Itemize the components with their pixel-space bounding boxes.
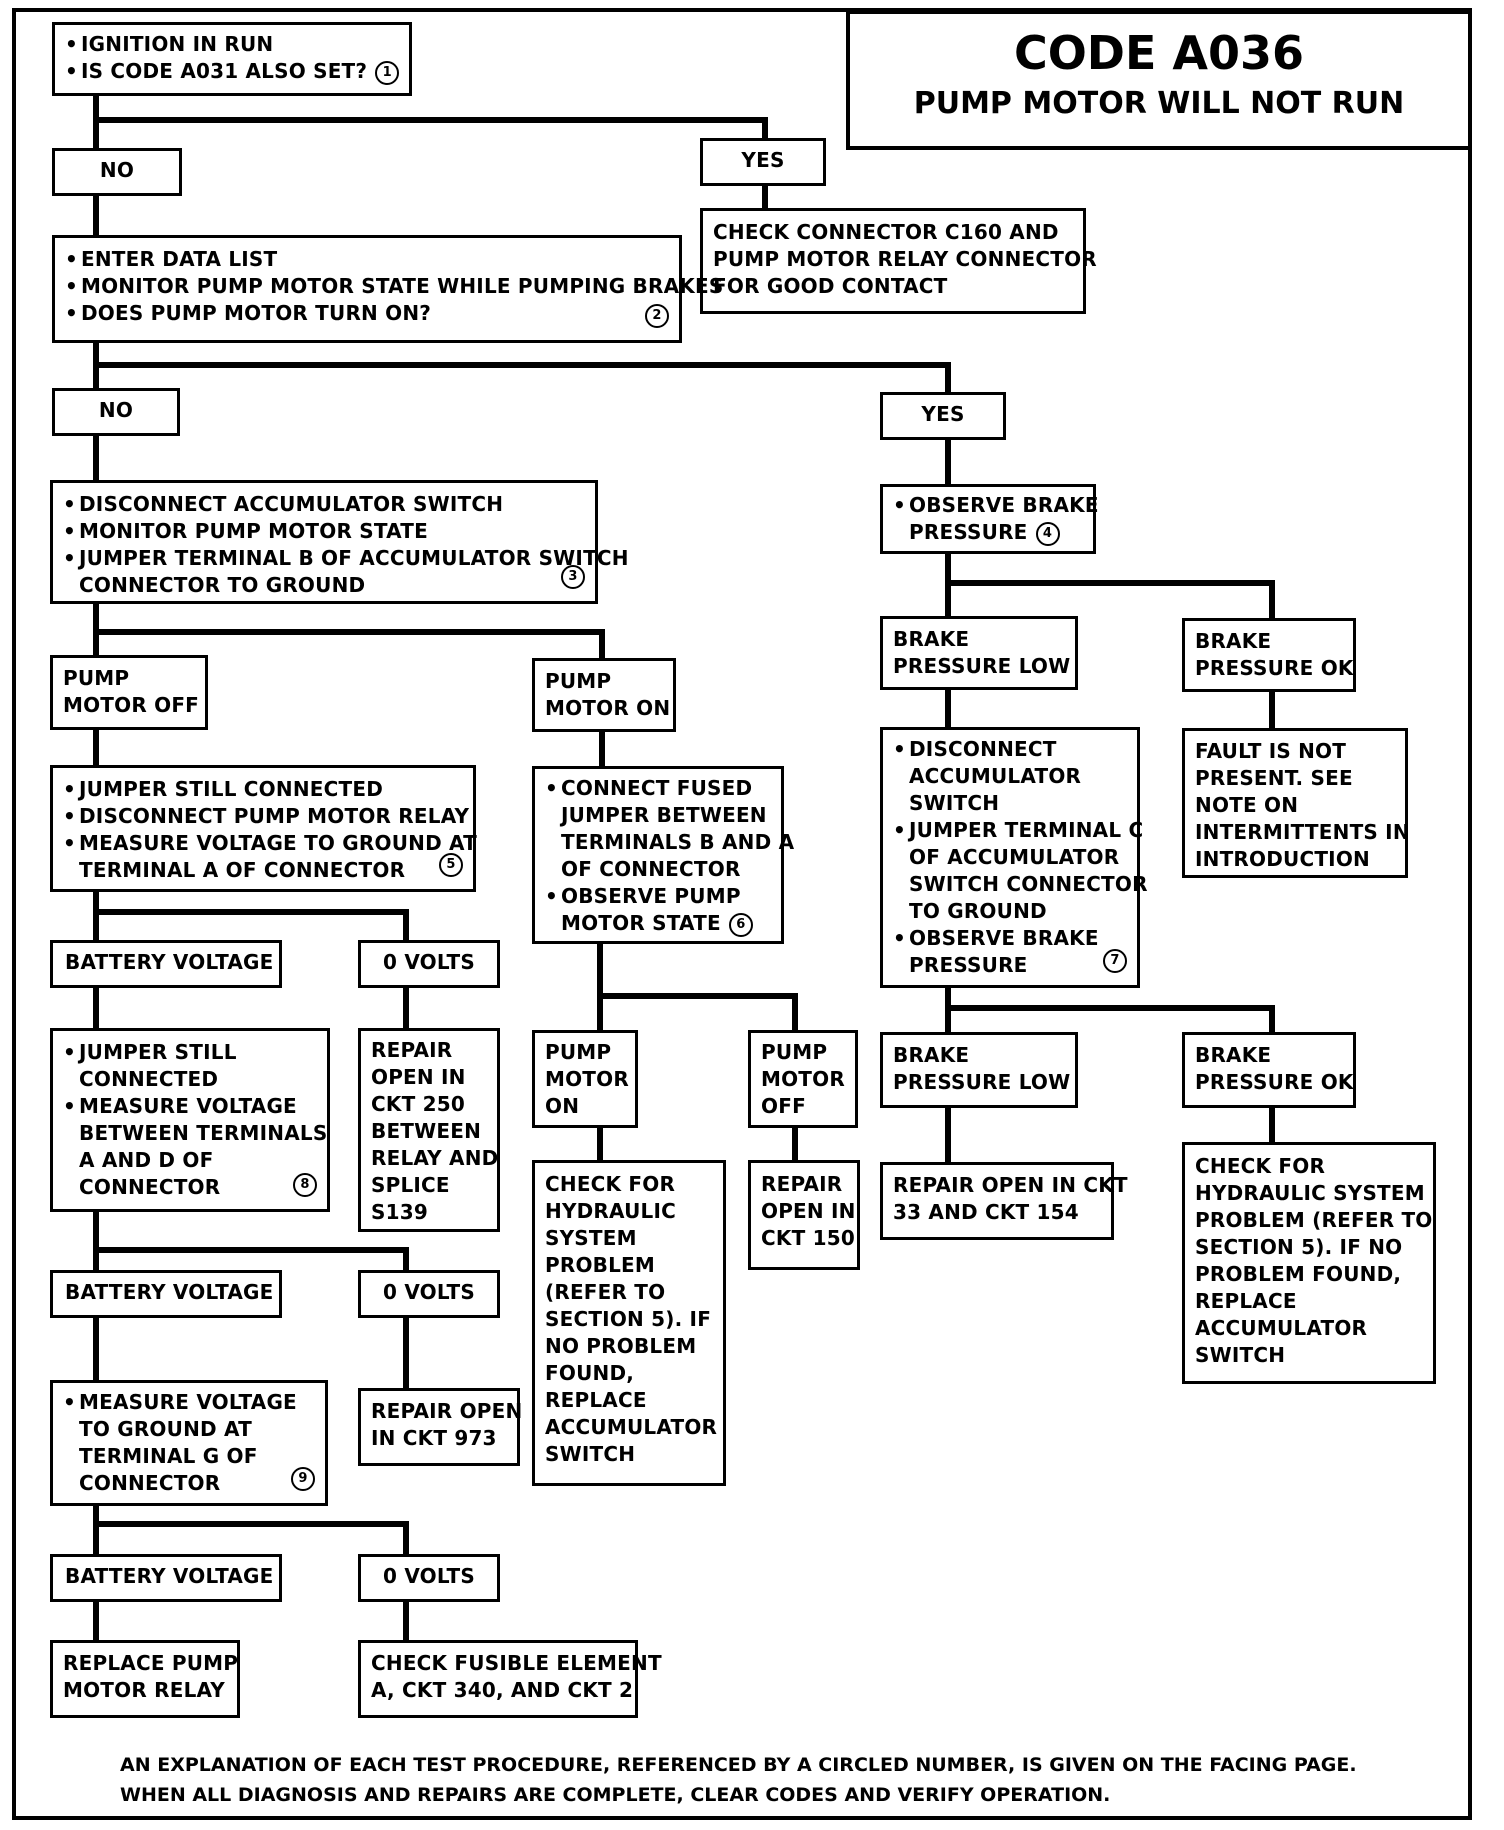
- step-2-no: NO: [52, 388, 180, 436]
- step-1-yes: YES: [700, 138, 826, 186]
- step-3-motor-off: PUMP MOTOR OFF: [50, 655, 208, 730]
- footer-note: AN EXPLANATION OF EACH TEST PROCEDURE, R…: [120, 1750, 1440, 1810]
- ref-number: 3: [561, 565, 585, 589]
- step-5-box: •JUMPER STILL CONNECTED •DISCONNECT PUMP…: [50, 765, 477, 892]
- connector-s8: [93, 1209, 409, 1273]
- step-7-ok-action: CHECK FOR HYDRAULIC SYSTEM PROBLEM (REFE…: [1182, 1142, 1436, 1384]
- connector-s4: [945, 549, 1275, 625]
- step-8-box: •JUMPER STILL CONNECTED •MEASURE VOLTAGE…: [50, 1028, 330, 1212]
- code-title: CODE A036: [1013, 26, 1305, 80]
- step-5-zero-action: REPAIR OPEN IN CKT 250 BETWEEN RELAY AND…: [358, 1028, 500, 1232]
- ref-number: 4: [1035, 521, 1060, 546]
- step-2-box: •ENTER DATA LIST •MONITOR PUMP MOTOR STA…: [52, 235, 723, 343]
- step-5-battery-voltage: BATTERY VOLTAGE: [50, 940, 282, 988]
- footer-line: WHEN ALL DIAGNOSIS AND REPAIRS ARE COMPL…: [120, 1784, 1111, 1806]
- ref-number: 2: [645, 304, 669, 328]
- step-1-yes-action: CHECK CONNECTOR C160 AND PUMP MOTOR RELA…: [700, 208, 1097, 314]
- step-9-battery-voltage: BATTERY VOLTAGE: [50, 1554, 282, 1602]
- connector-s9: [93, 1503, 409, 1557]
- step-2-yes: YES: [880, 392, 1006, 440]
- footer-line: AN EXPLANATION OF EACH TEST PROCEDURE, R…: [120, 1754, 1357, 1776]
- page-border: [12, 8, 1472, 1820]
- step-8-zero-volts: 0 VOLTS: [358, 1270, 500, 1318]
- step-7-box: •DISCONNECT ACCUMULATOR SWITCH •JUMPER T…: [880, 727, 1147, 988]
- step-9-box: •MEASURE VOLTAGE TO GROUND AT TERMINAL G…: [50, 1380, 328, 1506]
- ref-number: 1: [375, 60, 400, 85]
- step-4-pressure-low: BRAKE PRESSURE LOW: [880, 616, 1078, 690]
- step-6-motor-on: PUMP MOTOR ON: [532, 1030, 638, 1128]
- step-3-box: •DISCONNECT ACCUMULATOR SWITCH •MONITOR …: [50, 480, 629, 604]
- step-4-ok-action: FAULT IS NOT PRESENT. SEE NOTE ON INTERM…: [1182, 728, 1410, 878]
- ref-number: 5: [439, 853, 463, 877]
- step-7-pressure-low: BRAKE PRESSURE LOW: [880, 1032, 1078, 1108]
- step-7-low-action: REPAIR OPEN IN CKT 33 AND CKT 154: [880, 1162, 1128, 1240]
- step-8-battery-voltage: BATTERY VOLTAGE: [50, 1270, 282, 1318]
- step-6-box: •CONNECT FUSED JUMPER BETWEEN TERMINALS …: [532, 766, 794, 944]
- code-subtitle: PUMP MOTOR WILL NOT RUN: [913, 86, 1405, 121]
- ref-number: 6: [728, 912, 753, 937]
- step-4-pressure-ok: BRAKE PRESSURE OK: [1182, 618, 1356, 692]
- connector-s5: [93, 889, 409, 945]
- step-6-motor-off: PUMP MOTOR OFF: [748, 1030, 858, 1128]
- connector-s2: [93, 340, 951, 483]
- step-8-zero-action: REPAIR OPEN IN CKT 973: [358, 1388, 522, 1466]
- step-6-off-action: REPAIR OPEN IN CKT 150: [748, 1160, 860, 1270]
- step-9-zero-volts: 0 VOLTS: [358, 1554, 500, 1602]
- connector-s7: [945, 985, 1275, 1037]
- ref-number: 9: [291, 1467, 315, 1491]
- step-9-battery-action: REPLACE PUMP MOTOR RELAY: [50, 1640, 240, 1718]
- connector-s1: [93, 91, 768, 238]
- title-block: CODE A036 PUMP MOTOR WILL NOT RUN: [846, 10, 1472, 150]
- step-9-zero-action: CHECK FUSIBLE ELEMENT A, CKT 340, AND CK…: [358, 1640, 662, 1718]
- connector-s3: [93, 601, 605, 661]
- ref-number: 7: [1103, 949, 1127, 973]
- ref-number: 8: [293, 1173, 317, 1197]
- step-1-box: •IGNITION IN RUN •IS CODE A031 ALSO SET?…: [52, 22, 412, 96]
- step-6-on-action: CHECK FOR HYDRAULIC SYSTEM PROBLEM (REFE…: [532, 1160, 726, 1486]
- step-7-pressure-ok: BRAKE PRESSURE OK: [1182, 1032, 1356, 1108]
- connector-s6: [597, 941, 798, 1035]
- step-1-no: NO: [52, 148, 182, 196]
- step-3-motor-on: PUMP MOTOR ON: [532, 658, 676, 732]
- step-5-zero-volts: 0 VOLTS: [358, 940, 500, 988]
